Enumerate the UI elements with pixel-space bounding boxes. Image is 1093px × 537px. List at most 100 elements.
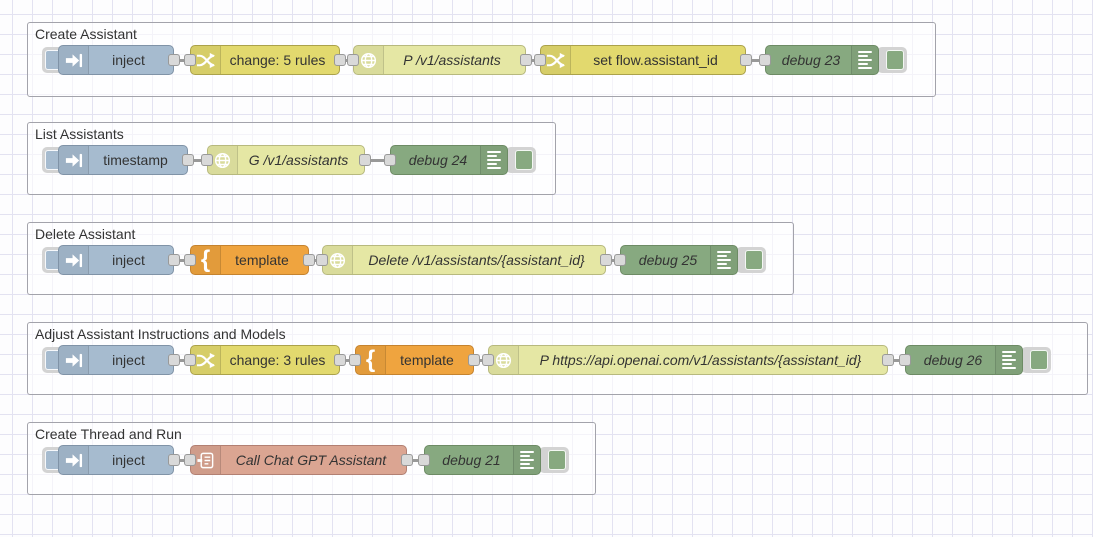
- node-label: Call Chat GPT Assistant: [235, 452, 387, 468]
- wire[interactable]: [171, 259, 193, 262]
- node-label: set flow.assistant_id: [593, 52, 718, 68]
- http-request-node[interactable]: P https://api.openai.com/v1/assistants/{…: [482, 345, 894, 375]
- output-port[interactable]: [182, 154, 194, 166]
- input-port[interactable]: [184, 454, 196, 466]
- inject-node[interactable]: timestamp: [42, 145, 194, 175]
- template-node[interactable]: {template: [184, 245, 315, 275]
- output-port[interactable]: [520, 54, 532, 66]
- node-body: G /v1/assistants: [207, 145, 365, 175]
- debug-toggle-fill: [548, 450, 566, 470]
- subflow-node[interactable]: Call Chat GPT Assistant: [184, 445, 413, 475]
- wire[interactable]: [603, 259, 623, 262]
- curly-brace-icon: {: [365, 346, 376, 373]
- node-body: { template: [355, 345, 474, 375]
- output-port[interactable]: [600, 254, 612, 266]
- input-port[interactable]: [759, 54, 771, 66]
- output-port[interactable]: [168, 454, 180, 466]
- wire[interactable]: [306, 259, 325, 262]
- subflow-icon: [196, 451, 215, 470]
- http-request-node[interactable]: Delete /v1/assistants/{assistant_id}: [316, 245, 612, 275]
- template-node[interactable]: { template: [349, 345, 480, 375]
- output-port[interactable]: [168, 254, 180, 266]
- debug-toggle-button[interactable]: [539, 447, 569, 473]
- input-port[interactable]: [316, 254, 328, 266]
- wire[interactable]: [523, 59, 543, 62]
- node-body: set flow.assistant_id: [540, 45, 746, 75]
- wire[interactable]: [362, 159, 393, 162]
- node-body: P /v1/assistants: [353, 45, 526, 75]
- node-body: {template: [190, 245, 309, 275]
- change-node[interactable]: change: 5 rules: [184, 45, 346, 75]
- debug-toggle-button[interactable]: [1021, 347, 1051, 373]
- node-label: Delete /v1/assistants/{assistant_id}: [368, 252, 585, 268]
- input-port[interactable]: [384, 154, 396, 166]
- wire[interactable]: [404, 459, 427, 462]
- wire[interactable]: [337, 359, 358, 362]
- input-port[interactable]: [201, 154, 213, 166]
- wire[interactable]: [171, 59, 193, 62]
- globe-icon: [494, 351, 513, 370]
- node-label: template: [400, 352, 454, 368]
- output-port[interactable]: [334, 54, 346, 66]
- debug-toggle-button[interactable]: [736, 247, 766, 273]
- output-port[interactable]: [740, 54, 752, 66]
- node-body: timestamp: [58, 145, 188, 175]
- input-port[interactable]: [899, 354, 911, 366]
- wire[interactable]: [471, 359, 491, 362]
- node-label: inject: [112, 52, 145, 68]
- wire[interactable]: [171, 359, 193, 362]
- change-node[interactable]: change: 3 rules: [184, 345, 346, 375]
- icon-strip: [480, 146, 507, 174]
- icon-strip: [513, 446, 540, 474]
- inject-node[interactable]: inject: [42, 245, 180, 275]
- node-label: debug 26: [923, 352, 983, 368]
- inject-node[interactable]: inject: [42, 445, 180, 475]
- wire[interactable]: [185, 159, 210, 162]
- input-port[interactable]: [184, 54, 196, 66]
- debug-node[interactable]: debug 26: [899, 345, 1051, 375]
- output-port[interactable]: [303, 254, 315, 266]
- output-port[interactable]: [468, 354, 480, 366]
- inject-node[interactable]: inject: [42, 45, 180, 75]
- change-node[interactable]: set flow.assistant_id: [534, 45, 752, 75]
- node-label: change: 5 rules: [229, 52, 326, 68]
- input-port[interactable]: [614, 254, 626, 266]
- group-label: Delete Assistant: [35, 226, 136, 242]
- wire[interactable]: [885, 359, 908, 362]
- node-body: Call Chat GPT Assistant: [190, 445, 407, 475]
- input-port[interactable]: [184, 254, 196, 266]
- input-port[interactable]: [349, 354, 361, 366]
- http-request-node[interactable]: P /v1/assistants: [347, 45, 532, 75]
- debug-toggle-button[interactable]: [506, 147, 536, 173]
- output-port[interactable]: [401, 454, 413, 466]
- inject-node[interactable]: inject: [42, 345, 180, 375]
- output-port[interactable]: [882, 354, 894, 366]
- group-label: List Assistants: [35, 126, 124, 142]
- debug-output-icon: [520, 451, 534, 469]
- wire[interactable]: [743, 59, 768, 62]
- output-port[interactable]: [168, 54, 180, 66]
- input-port[interactable]: [184, 354, 196, 366]
- node-label: P /v1/assistants: [403, 52, 501, 68]
- input-port[interactable]: [347, 54, 359, 66]
- node-label: inject: [112, 352, 145, 368]
- node-body: change: 3 rules: [190, 345, 340, 375]
- debug-node[interactable]: debug 25: [614, 245, 766, 275]
- output-port[interactable]: [334, 354, 346, 366]
- output-port[interactable]: [359, 154, 371, 166]
- debug-toggle-button[interactable]: [877, 47, 907, 73]
- http-request-node[interactable]: G /v1/assistants: [201, 145, 371, 175]
- debug-node[interactable]: debug 21: [418, 445, 569, 475]
- node-label: G /v1/assistants: [248, 152, 349, 168]
- wire[interactable]: [337, 59, 356, 62]
- debug-node[interactable]: debug 23: [759, 45, 907, 75]
- node-label: debug 24: [408, 152, 468, 168]
- input-port[interactable]: [534, 54, 546, 66]
- input-port[interactable]: [482, 354, 494, 366]
- input-port[interactable]: [418, 454, 430, 466]
- node-body: debug 21: [424, 445, 541, 475]
- debug-node[interactable]: debug 24: [384, 145, 536, 175]
- wire[interactable]: [171, 459, 193, 462]
- output-port[interactable]: [168, 354, 180, 366]
